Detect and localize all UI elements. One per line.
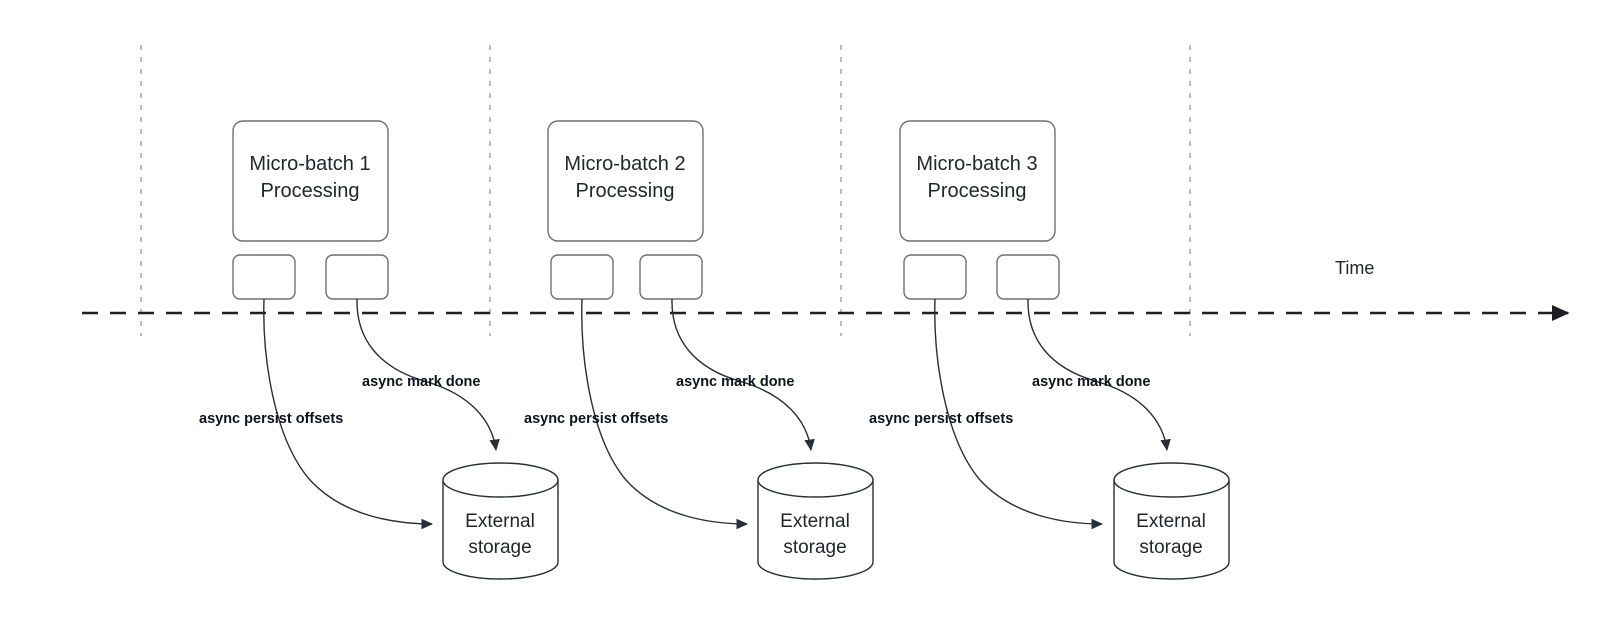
storage-label-2-line2: storage — [783, 537, 846, 558]
marker-box-2-right[interactable] — [639, 254, 703, 300]
persist-offsets-label-2: async persist offsets — [524, 411, 668, 427]
group-2: Micro-batch 2 Processing async persist o… — [524, 120, 874, 580]
marker-box-3-right[interactable] — [996, 254, 1060, 300]
time-axis-label: Time — [1335, 258, 1374, 278]
storage-label-1-line2: storage — [468, 537, 531, 558]
mark-done-label-2: async mark done — [676, 374, 794, 390]
micro-batch-label-1-line1: Micro-batch 1 — [249, 153, 370, 175]
external-storage-cylinder-3[interactable] — [1113, 462, 1230, 580]
mark-done-curve-2 — [671, 298, 815, 452]
storage-label-3-line2: storage — [1139, 537, 1202, 558]
mark-done-curve-1 — [356, 298, 500, 452]
external-storage-cylinder-2[interactable] — [757, 462, 874, 580]
persist-offsets-curve-2 — [581, 298, 749, 530]
external-storage-cylinder-1[interactable] — [442, 462, 559, 580]
micro-batch-label-2-line2: Processing — [576, 180, 675, 202]
micro-batch-label-2-line1: Micro-batch 2 — [564, 153, 685, 175]
micro-batch-label-3-line1: Micro-batch 3 — [916, 153, 1037, 175]
marker-box-1-left[interactable] — [232, 254, 296, 300]
micro-batch-box-1[interactable] — [232, 120, 389, 242]
storage-label-1-line1: External — [465, 511, 535, 532]
group-1: Micro-batch 1 Processing async persist o… — [199, 120, 559, 580]
persist-offsets-curve-1 — [263, 298, 434, 530]
mark-done-label-3: async mark done — [1032, 374, 1150, 390]
marker-box-2-left[interactable] — [550, 254, 614, 300]
timeline-ticks — [140, 45, 1191, 336]
micro-batch-label-3-line2: Processing — [928, 180, 1027, 202]
micro-batch-box-3[interactable] — [899, 120, 1056, 242]
storage-label-2-line1: External — [780, 511, 850, 532]
storage-label-3-line1: External — [1136, 511, 1206, 532]
micro-batch-box-2[interactable] — [547, 120, 704, 242]
micro-batch-label-1-line2: Processing — [261, 180, 360, 202]
marker-box-1-right[interactable] — [325, 254, 389, 300]
mark-done-label-1: async mark done — [362, 374, 480, 390]
mark-done-curve-3 — [1027, 298, 1171, 452]
persist-offsets-curve-3 — [934, 298, 1104, 530]
group-3: Micro-batch 3 Processing async persist o… — [869, 120, 1230, 580]
persist-offsets-label-3: async persist offsets — [869, 411, 1013, 427]
marker-box-3-left[interactable] — [903, 254, 967, 300]
persist-offsets-label-1: async persist offsets — [199, 411, 343, 427]
